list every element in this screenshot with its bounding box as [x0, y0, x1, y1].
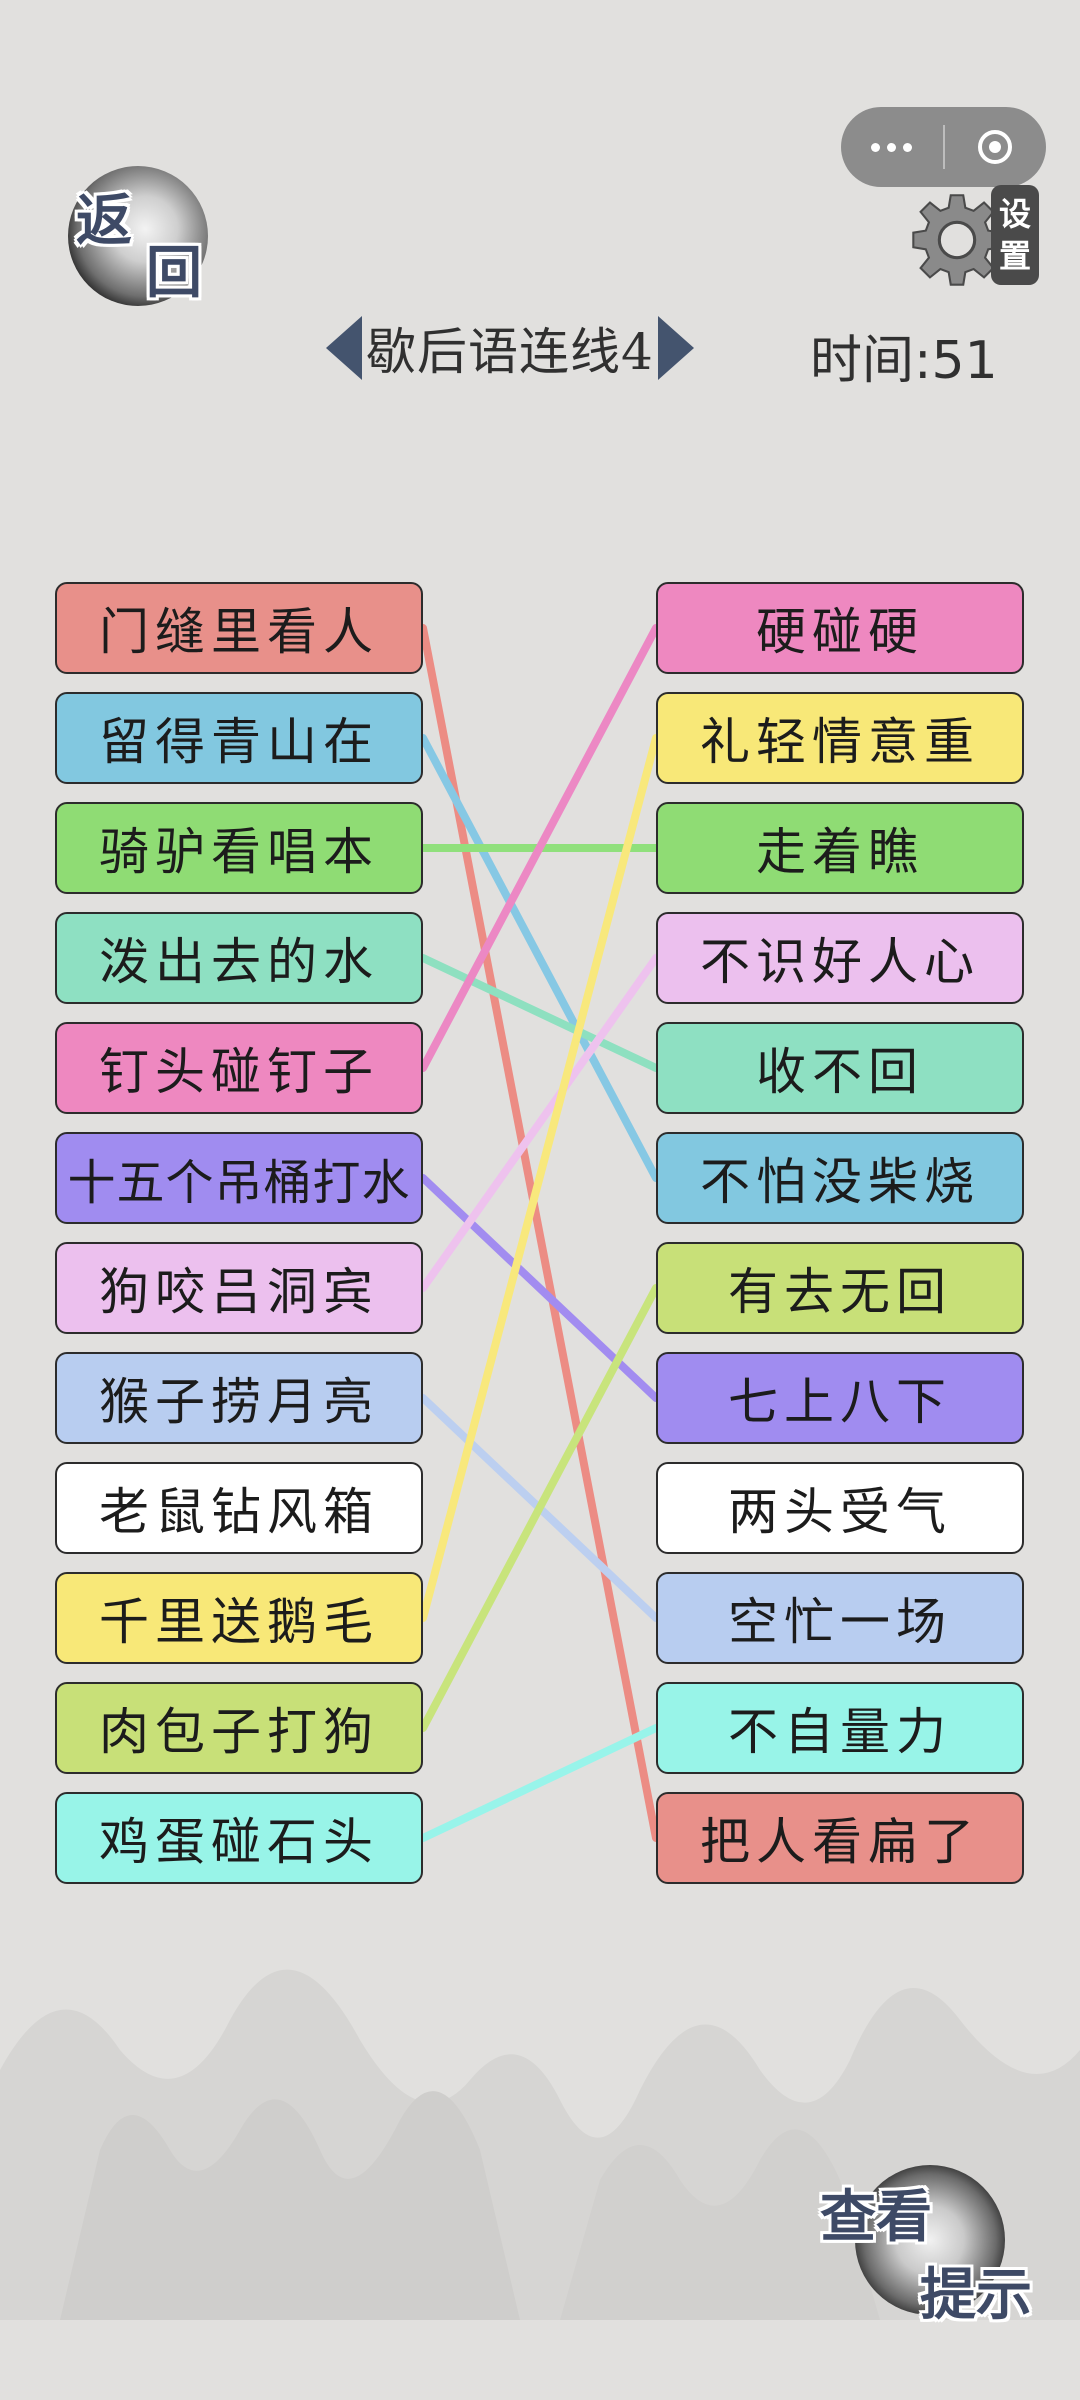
- left-card[interactable]: 留得青山在: [55, 692, 423, 784]
- connection-line: [419, 1724, 660, 1842]
- connection-line: [419, 624, 660, 1072]
- settings-char-1: 设: [998, 195, 1031, 233]
- right-card[interactable]: 有去无回: [656, 1242, 1024, 1334]
- left-card[interactable]: 门缝里看人: [55, 582, 423, 674]
- timer: 时间:51: [810, 331, 998, 391]
- left-card[interactable]: 千里送鹅毛: [55, 1572, 423, 1664]
- level-title: 歇后语连线4: [366, 323, 654, 381]
- left-card[interactable]: 狗咬吕洞宾: [55, 1242, 423, 1334]
- mini-program-capsule: [841, 107, 1046, 187]
- right-card[interactable]: 不怕没柴烧: [656, 1132, 1024, 1224]
- connection-line: [419, 734, 660, 1622]
- connection-line: [419, 734, 660, 1182]
- right-card[interactable]: 硬碰硬: [656, 582, 1024, 674]
- left-card[interactable]: 十五个吊桶打水: [55, 1132, 423, 1224]
- hint-char-1: 查看: [820, 2184, 932, 2250]
- ink-disc-icon: [855, 2165, 1005, 2315]
- left-card[interactable]: 骑驴看唱本: [55, 802, 423, 894]
- right-card[interactable]: 两头受气: [656, 1462, 1024, 1554]
- back-char-2: 回: [146, 240, 202, 306]
- capsule-divider: [942, 125, 945, 169]
- left-card[interactable]: 鸡蛋碰石头: [55, 1792, 423, 1884]
- right-card[interactable]: 把人看扁了: [656, 1792, 1024, 1884]
- left-card[interactable]: 泼出去的水: [55, 912, 423, 1004]
- level-title-bar: 歇后语连线4: [326, 308, 694, 388]
- back-button[interactable]: 返 回: [60, 160, 220, 310]
- settings-char-2: 置: [998, 237, 1031, 275]
- right-card[interactable]: 空忙一场: [656, 1572, 1024, 1664]
- right-card[interactable]: 走着瞧: [656, 802, 1024, 894]
- left-card[interactable]: 肉包子打狗: [55, 1682, 423, 1774]
- connection-line: [419, 954, 660, 1292]
- hint-char-2: 提示: [920, 2262, 1032, 2328]
- left-card[interactable]: 钉头碰钉子: [55, 1022, 423, 1114]
- right-card[interactable]: 七上八下: [656, 1352, 1024, 1444]
- settings-label: 设 置: [991, 185, 1039, 285]
- left-card[interactable]: 老鼠钻风箱: [55, 1462, 423, 1554]
- close-target-icon[interactable]: [945, 130, 1047, 164]
- left-card[interactable]: 猴子捞月亮: [55, 1352, 423, 1444]
- next-level-arrow-icon[interactable]: [657, 316, 694, 380]
- connection-line: [419, 1284, 660, 1732]
- more-icon[interactable]: [841, 142, 943, 152]
- settings-button[interactable]: 设 置: [905, 185, 1045, 295]
- gear-icon: [912, 194, 1002, 286]
- connection-line: [419, 624, 660, 1842]
- connection-line: [419, 1174, 660, 1402]
- mountain-background: [0, 1969, 1080, 2320]
- right-card[interactable]: 不自量力: [656, 1682, 1024, 1774]
- right-card[interactable]: 不识好人心: [656, 912, 1024, 1004]
- connection-line: [419, 954, 660, 1072]
- prev-level-arrow-icon[interactable]: [326, 316, 362, 380]
- ink-disc-icon: [68, 166, 208, 306]
- right-card[interactable]: 收不回: [656, 1022, 1024, 1114]
- right-card[interactable]: 礼轻情意重: [656, 692, 1024, 784]
- hint-button[interactable]: 查看 提示: [820, 2160, 1040, 2330]
- back-char-1: 返: [76, 188, 132, 254]
